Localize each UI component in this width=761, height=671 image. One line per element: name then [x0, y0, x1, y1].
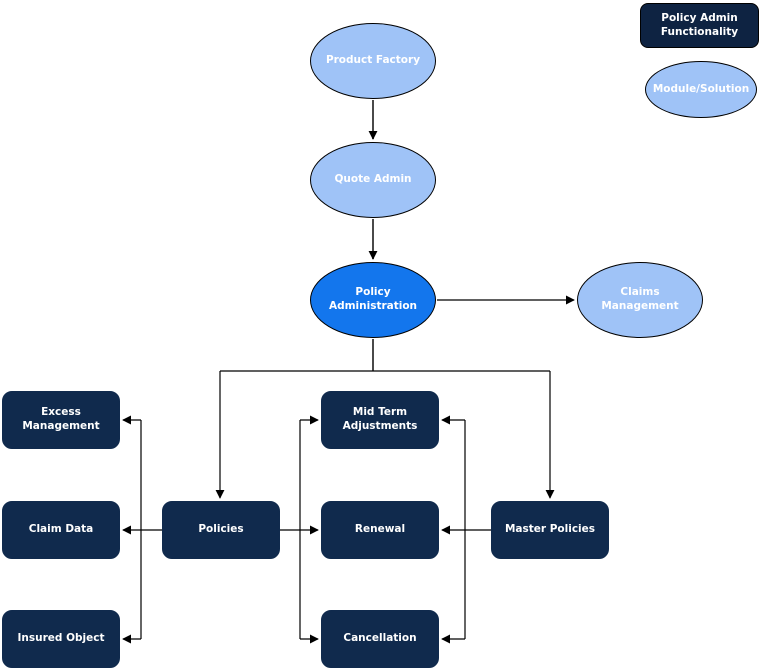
- legend-module-solution: Module/Solution: [645, 61, 757, 118]
- node-insured-object-label: Insured Object: [17, 632, 105, 645]
- node-claim-data: Claim Data: [2, 501, 120, 559]
- node-policies-label: Policies: [198, 523, 244, 536]
- node-policies: Policies: [162, 501, 280, 559]
- node-master-policies-label: Master Policies: [504, 523, 596, 536]
- node-quote-admin: Quote Admin: [310, 142, 436, 218]
- node-master-policies: Master Policies: [491, 501, 609, 559]
- node-claim-data-label: Claim Data: [28, 523, 94, 536]
- legend-policy-admin-functionality-label: Policy Admin Functionality: [660, 11, 739, 38]
- node-claims-management: Claims Management: [577, 262, 703, 338]
- node-mid-term-adjustments-label: Mid Term Adjustments: [342, 406, 418, 432]
- legend-policy-admin-functionality: Policy Admin Functionality: [640, 3, 759, 48]
- node-claims-management-label: Claims Management: [601, 286, 679, 312]
- node-product-factory: Product Factory: [310, 23, 436, 99]
- node-renewal-label: Renewal: [354, 523, 406, 536]
- node-cancellation-label: Cancellation: [343, 632, 417, 645]
- node-cancellation: Cancellation: [321, 610, 439, 668]
- node-mid-term-adjustments: Mid Term Adjustments: [321, 391, 439, 449]
- node-excess-management: Excess Management: [2, 391, 120, 449]
- node-renewal: Renewal: [321, 501, 439, 559]
- node-policy-administration: Policy Administration: [310, 262, 436, 338]
- node-quote-admin-label: Quote Admin: [334, 173, 412, 186]
- node-excess-management-label: Excess Management: [22, 406, 100, 432]
- legend-module-solution-label: Module/Solution: [652, 82, 750, 95]
- node-product-factory-label: Product Factory: [325, 54, 421, 67]
- node-insured-object: Insured Object: [2, 610, 120, 668]
- node-policy-administration-label: Policy Administration: [328, 286, 418, 312]
